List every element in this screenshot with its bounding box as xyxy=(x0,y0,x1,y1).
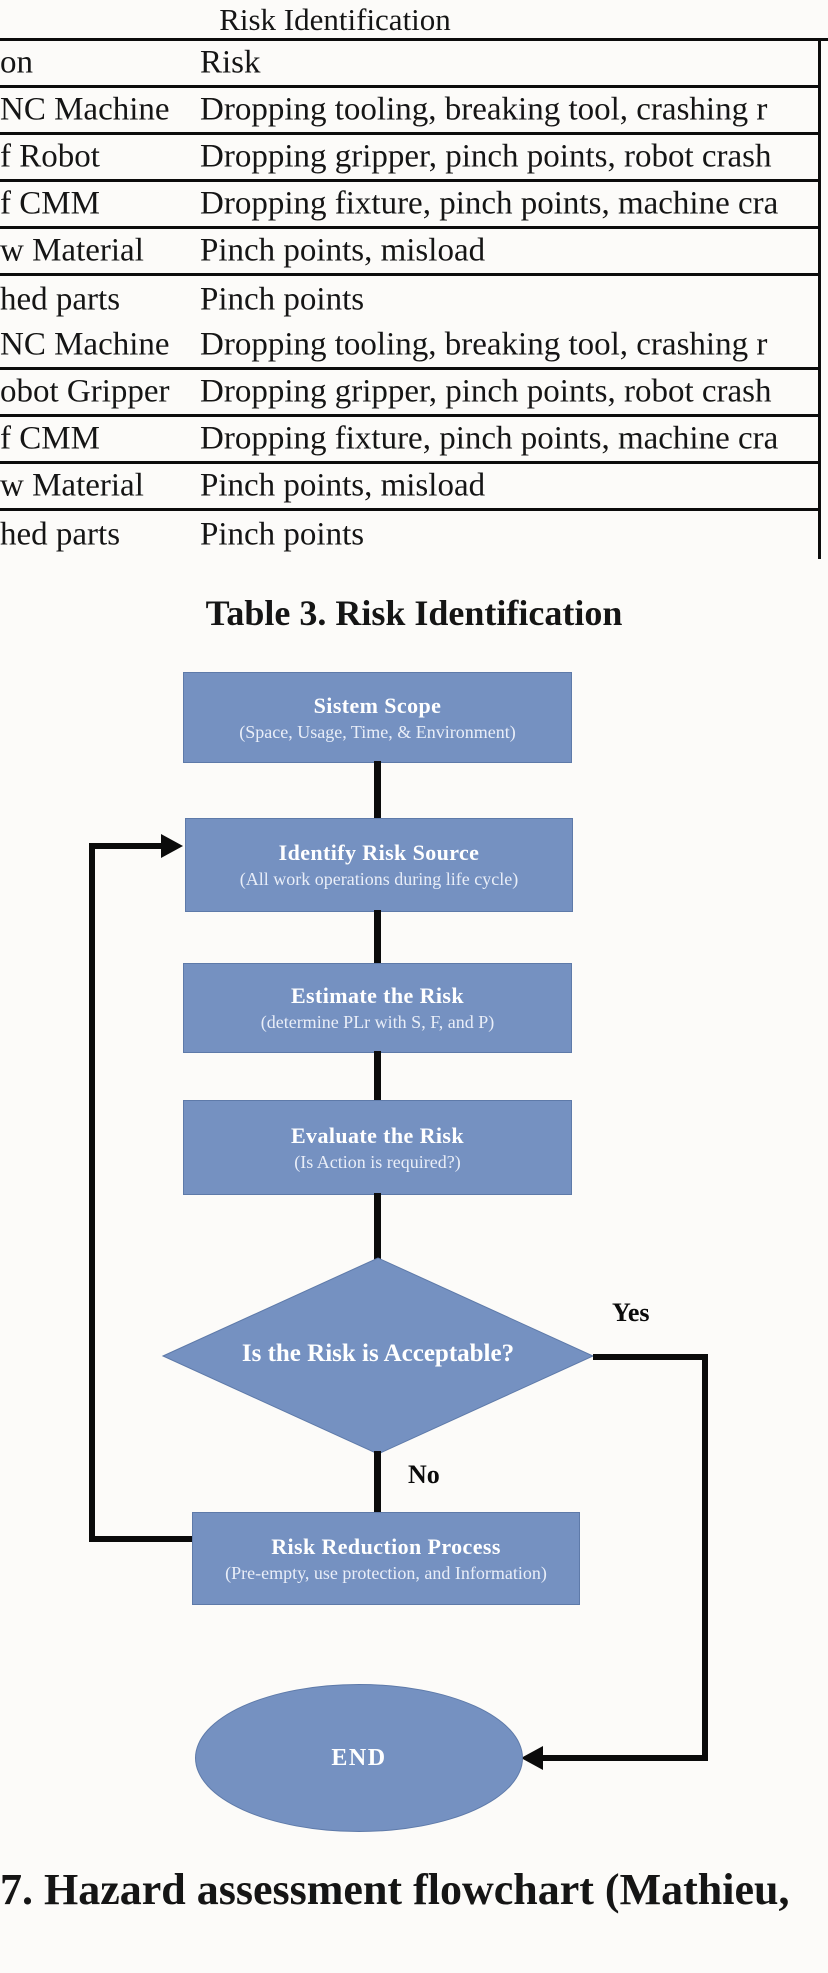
feedback-line xyxy=(89,843,95,1542)
yes-branch-line xyxy=(593,1354,708,1360)
end-label: END xyxy=(331,1744,387,1771)
flowchart-box-system-scope: Sistem Scope (Space, Usage, Time, & Envi… xyxy=(183,672,572,763)
table-header-row: on Risk xyxy=(0,41,819,88)
operation-cell: NC Machine xyxy=(0,326,170,363)
box-title: Identify Risk Source xyxy=(278,840,480,865)
table-row: hed parts Pinch points xyxy=(0,511,819,558)
table-row: f CMM Dropping fixture, pinch points, ma… xyxy=(0,182,819,229)
risk-header-cell: Risk xyxy=(200,44,261,81)
risk-cell: Pinch points xyxy=(200,516,365,552)
yes-label: Yes xyxy=(612,1298,650,1327)
box-subtitle: (Pre-empty, use protection, and Informat… xyxy=(225,1562,547,1583)
figure-caption: 7. Hazard assessment flowchart (Mathieu, xyxy=(0,1865,790,1914)
risk-cell: Dropping tooling, breaking tool, crashin… xyxy=(200,91,768,128)
box-subtitle: (Space, Usage, Time, & Environment) xyxy=(239,721,516,742)
table-row: w Material Pinch points, misload xyxy=(0,464,819,511)
operation-cell: f Robot xyxy=(0,138,100,175)
table-row: f Robot Dropping gripper, pinch points, … xyxy=(0,135,819,182)
flowchart-box-estimate-risk: Estimate the Risk (determine PLr with S,… xyxy=(183,963,572,1053)
box-title: Estimate the Risk xyxy=(290,983,464,1008)
table-title: Risk Identification xyxy=(219,2,451,37)
table-row: obot Gripper Dropping gripper, pinch poi… xyxy=(0,370,819,417)
risk-cell: Dropping fixture, pinch points, machine … xyxy=(200,420,779,457)
connector-line xyxy=(374,761,381,820)
operation-cell: f CMM xyxy=(0,420,100,457)
operation-cell: hed parts xyxy=(0,281,121,317)
end-terminator: END xyxy=(195,1684,523,1832)
operation-cell: obot Gripper xyxy=(0,373,170,410)
table-row: hed parts Pinch points xyxy=(0,276,819,323)
flowchart-box-identify-risk-source: Identify Risk Source (All work operation… xyxy=(185,818,573,912)
connector-line xyxy=(374,1051,381,1102)
operation-cell: w Material xyxy=(0,232,144,269)
risk-cell: Dropping tooling, breaking tool, crashin… xyxy=(200,326,768,363)
feedback-line xyxy=(89,843,163,849)
table-top-rule xyxy=(0,38,828,41)
operation-cell: f CMM xyxy=(0,185,100,222)
box-subtitle: (Is Action is required?) xyxy=(294,1151,461,1172)
risk-cell: Pinch points, misload xyxy=(200,467,486,504)
risk-cell: Pinch points, misload xyxy=(200,232,486,269)
no-label: No xyxy=(408,1460,440,1489)
yes-branch-line xyxy=(702,1354,708,1758)
box-title: Risk Reduction Process xyxy=(271,1533,501,1559)
connector-line xyxy=(374,910,381,965)
yes-branch-line xyxy=(542,1755,708,1761)
operation-cell: hed parts xyxy=(0,516,121,552)
risk-cell: Pinch points xyxy=(200,281,365,317)
table-row: f CMM Dropping fixture, pinch points, ma… xyxy=(0,417,819,464)
table-row: NC Machine Dropping tooling, breaking to… xyxy=(0,323,819,370)
connector-line xyxy=(374,1451,381,1514)
risk-cell: Dropping fixture, pinch points, machine … xyxy=(200,185,779,222)
decision-label: Is the Risk is Acceptable? xyxy=(241,1340,515,1367)
operation-cell: NC Machine xyxy=(0,91,170,128)
risk-cell: Dropping gripper, pinch points, robot cr… xyxy=(200,138,772,175)
arrowhead-into-end xyxy=(521,1746,543,1770)
flowchart-box-evaluate-risk: Evaluate the Risk (Is Action is required… xyxy=(183,1100,572,1195)
risk-cell: Dropping gripper, pinch points, robot cr… xyxy=(200,373,772,410)
box-title: Evaluate the Risk xyxy=(290,1122,465,1148)
box-subtitle: (determine PLr with S, F, and P) xyxy=(260,1012,495,1032)
feedback-line xyxy=(89,1536,192,1542)
arrowhead-into-identify xyxy=(161,834,183,858)
operation-cell: w Material xyxy=(0,467,144,504)
table-row: NC Machine Dropping tooling, breaking to… xyxy=(0,88,819,135)
flowchart-box-risk-reduction: Risk Reduction Process (Pre-empty, use p… xyxy=(192,1512,580,1605)
connector-line xyxy=(374,1193,381,1260)
table-row: w Material Pinch points, misload xyxy=(0,229,819,276)
operation-header-cell: on xyxy=(0,44,33,81)
box-title: Sistem Scope xyxy=(313,692,442,718)
box-subtitle: (All work operations during life cycle) xyxy=(239,869,519,889)
table-right-border xyxy=(818,38,821,559)
table-caption: Table 3. Risk Identification xyxy=(205,593,623,633)
